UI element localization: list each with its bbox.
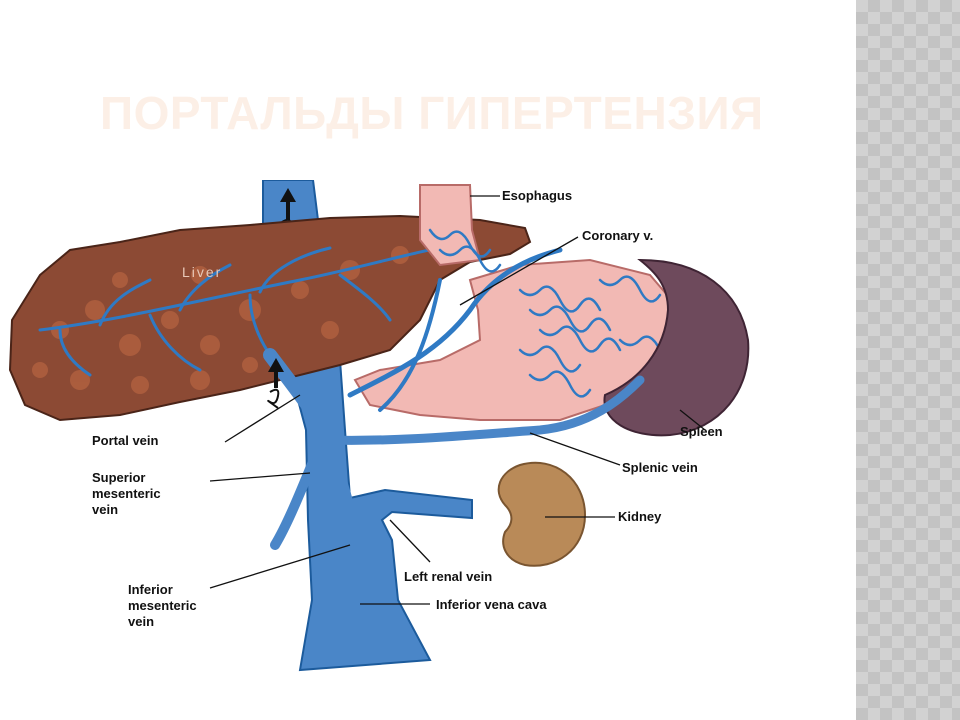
stomach — [353, 258, 682, 421]
liver-label: Liver — [182, 264, 222, 280]
label-inferior-3: vein — [128, 614, 154, 629]
label-spleen: Spleen — [680, 424, 723, 439]
label-inferior-vena-cava: Inferior vena cava — [436, 597, 547, 612]
superior-mesenteric-vein — [270, 445, 323, 550]
hepatic-branch — [378, 278, 442, 412]
liver-texture — [32, 234, 448, 394]
splenic-vein — [320, 375, 645, 445]
portal-squiggle — [267, 388, 280, 409]
label-esophagus: Esophagus — [502, 188, 572, 203]
kidney — [497, 461, 587, 567]
label-inferior-2: mesenteric — [128, 598, 197, 613]
ivc-arrow-top — [280, 188, 296, 220]
label-splenic-vein: Splenic vein — [622, 460, 698, 475]
label-kidney: Kidney — [618, 509, 662, 524]
portal-hypertension-diagram: Liver Eso — [8, 180, 750, 672]
label-superior-2: mesenteric — [92, 486, 161, 501]
decorative-side-strip — [856, 0, 960, 720]
label-superior-3: vein — [92, 502, 118, 517]
liver-veins — [38, 240, 472, 377]
inferior-mesenteric-vein — [326, 444, 364, 559]
label-coronary-vein: Coronary v. — [582, 228, 653, 243]
label-left-renal-vein: Left renal vein — [404, 569, 492, 584]
portal-flow-arrow — [268, 358, 284, 388]
stomach-varices — [428, 228, 662, 398]
label-inferior-1: Inferior — [128, 582, 173, 597]
leader-lines — [209, 195, 706, 605]
coronary-vein — [347, 247, 563, 398]
label-superior-1: Superior — [92, 470, 145, 485]
spleen — [603, 258, 750, 437]
slide-title: ПОРТАЛЬДЫ ГИПЕРТЕНЗИЯ — [100, 87, 764, 139]
label-portal-vein: Portal vein — [92, 433, 159, 448]
